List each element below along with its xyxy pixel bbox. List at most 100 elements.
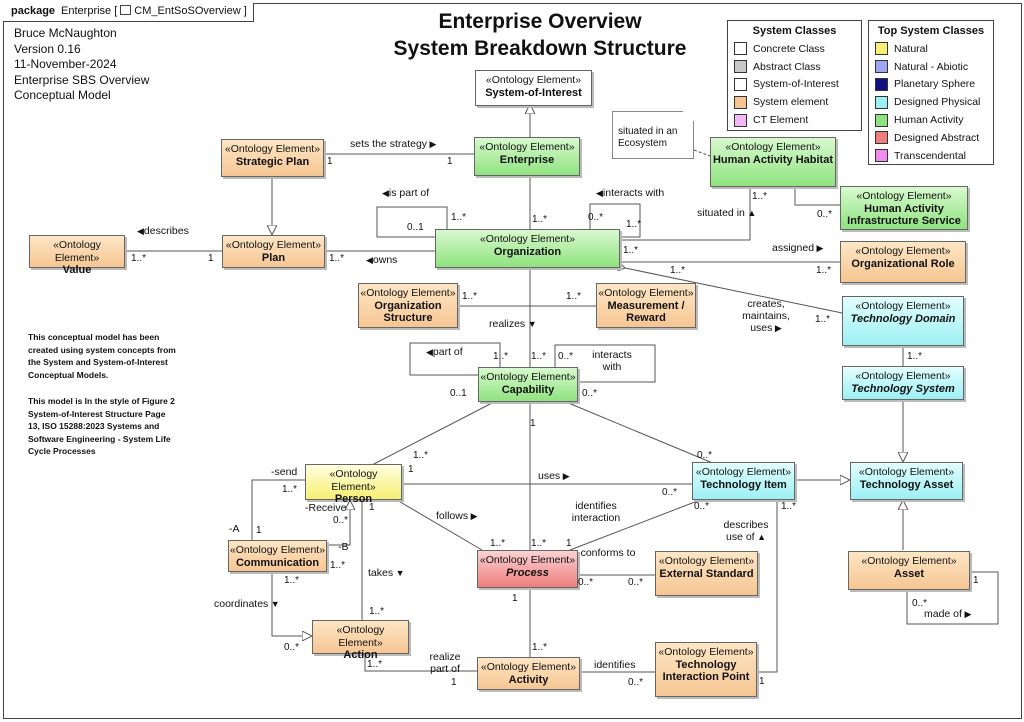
class-tech-item[interactable]: «Ontology Element»Technology Item xyxy=(692,462,795,500)
class-process[interactable]: «Ontology Element»Process xyxy=(477,550,578,588)
class-name: Technology System xyxy=(851,382,955,395)
class-infra[interactable]: «Ontology Element»Human Activity Infrast… xyxy=(840,186,968,230)
multiplicity: 0..* xyxy=(912,598,928,609)
stereotype-label: «Ontology Element» xyxy=(658,646,754,658)
class-name: Human Activity Habitat xyxy=(712,153,833,166)
legend-item: Transcendental xyxy=(875,147,987,165)
class-name: Strategic Plan xyxy=(235,155,310,168)
assoc-org-habitat xyxy=(620,187,751,241)
class-tech-domain[interactable]: «Ontology Element»Technology Domain xyxy=(842,296,964,346)
class-name: Person xyxy=(334,493,373,505)
class-name: System-of-Interest xyxy=(485,86,582,99)
stereotype-label: «Ontology Element» xyxy=(224,143,321,155)
class-org-role[interactable]: «Ontology Element»Organizational Role xyxy=(840,241,966,283)
class-name: Technology Asset xyxy=(859,478,954,491)
multiplicity: 0..* xyxy=(694,501,710,512)
multiplicity: 1..* xyxy=(532,214,548,225)
multiplicity: 1..* xyxy=(781,501,797,512)
multiplicity: 1..* xyxy=(907,351,923,362)
class-capability[interactable]: «Ontology Element»Capability xyxy=(478,367,578,402)
class-tech-system[interactable]: «Ontology Element»Technology System xyxy=(842,366,964,400)
association-label: made of xyxy=(924,608,971,620)
class-external-standard[interactable]: «Ontology Element»External Standard xyxy=(655,551,758,596)
stereotype-label: «Ontology Element» xyxy=(479,233,576,245)
class-value[interactable]: «Ontology Element»Value xyxy=(29,235,125,276)
multiplicity: 0..* xyxy=(558,351,574,362)
class-organization[interactable]: «Ontology Element»Organization xyxy=(435,229,620,268)
multiplicity: 1..* xyxy=(131,253,147,264)
multiplicity: 1..* xyxy=(462,291,478,302)
multiplicity: 0..1 xyxy=(450,388,467,399)
legend-item: Human Activity xyxy=(875,111,987,129)
class-name: Organization Structure xyxy=(374,299,442,325)
class-asset[interactable]: «Ontology Element»Asset xyxy=(848,551,970,590)
stereotype-label: «Ontology Element» xyxy=(598,287,694,299)
legend-swatch xyxy=(875,131,888,145)
multiplicity: 1..* xyxy=(670,265,686,276)
class-tech-asset[interactable]: «Ontology Element»Technology Asset xyxy=(850,462,963,500)
class-activity[interactable]: «Ontology Element»Activity xyxy=(477,657,580,690)
class-name: Enterprise xyxy=(499,153,555,166)
class-action[interactable]: «Ontology Element»Action xyxy=(312,620,409,661)
multiplicity: 1..* xyxy=(369,606,385,617)
association-label: -Receive xyxy=(305,502,347,514)
multiplicity: 1 xyxy=(447,156,453,167)
diagram-icon xyxy=(120,5,132,15)
class-soi[interactable]: «Ontology Element»System-of-Interest xyxy=(475,70,592,106)
legend-item: Designed Physical xyxy=(875,93,987,111)
multiplicity: 1 xyxy=(451,677,457,688)
multiplicity: 1..* xyxy=(330,560,346,571)
multiplicity: 0..* xyxy=(628,677,644,688)
class-name: Technology Item xyxy=(700,478,787,491)
class-measurement[interactable]: «Ontology Element»Measurement / Reward xyxy=(596,283,696,328)
class-habitat[interactable]: «Ontology Element»Human Activity Habitat xyxy=(710,137,836,187)
class-name: Human Activity Infrastructure Service xyxy=(847,202,961,228)
stereotype-label: «Ontology Element» xyxy=(225,239,322,251)
assoc-tip-techitem xyxy=(757,500,778,673)
stereotype-label: «Ontology Element» xyxy=(479,141,575,153)
multiplicity: 1..* xyxy=(816,265,832,276)
stereotype-label: «Ontology Element» xyxy=(229,544,326,556)
association-label: uses xyxy=(538,470,570,482)
legend-swatch xyxy=(734,42,747,56)
legend-swatch xyxy=(734,95,747,109)
multiplicity: 1..* xyxy=(282,484,298,495)
class-strategic-plan[interactable]: «Ontology Element»Strategic Plan xyxy=(221,139,324,177)
class-communication[interactable]: «Ontology Element»Communication xyxy=(228,540,327,572)
class-person[interactable]: «Ontology Element»Person xyxy=(305,464,402,505)
stereotype-label: «Ontology Element» xyxy=(360,287,456,299)
association-label: realize part of xyxy=(429,651,461,675)
multiplicity: 0..* xyxy=(284,642,300,653)
multiplicity: 1..* xyxy=(626,219,642,230)
class-enterprise[interactable]: «Ontology Element»Enterprise xyxy=(474,137,580,176)
multiplicity: 0..* xyxy=(628,577,644,588)
assoc-comm-action xyxy=(271,572,312,636)
agg-habitat-infra xyxy=(795,187,840,206)
multiplicity: 0..* xyxy=(588,212,604,223)
legend-item: Abstract Class xyxy=(734,58,855,76)
multiplicity: 0..* xyxy=(817,209,833,220)
association-label: follows xyxy=(436,510,478,522)
self-cap-interact xyxy=(554,344,656,383)
multiplicity: 1 xyxy=(208,253,214,264)
class-name: Capability xyxy=(501,383,555,396)
legend-title: System Classes xyxy=(752,25,837,37)
multiplicity: 1 xyxy=(759,676,765,687)
class-name: Action xyxy=(343,649,378,661)
class-name: Technology Interaction Point xyxy=(662,658,750,684)
class-tip[interactable]: «Ontology Element»Technology Interaction… xyxy=(655,642,757,697)
class-plan[interactable]: «Ontology Element»Plan xyxy=(222,235,325,268)
legend-item: Natural - Abiotic xyxy=(875,58,987,76)
stereotype-label: «Ontology Element» xyxy=(336,624,385,649)
multiplicity: 1..* xyxy=(623,245,639,256)
legend-swatch xyxy=(875,77,888,91)
class-org-structure[interactable]: «Ontology Element»Organization Structure xyxy=(358,283,458,328)
association-label: identifies xyxy=(594,659,636,671)
stereotype-label: «Ontology Element» xyxy=(855,370,951,382)
stereotype-label: «Ontology Element» xyxy=(861,555,957,567)
assoc-comm-person-receive xyxy=(327,500,350,546)
legend-label: Concrete Class xyxy=(753,42,825,55)
